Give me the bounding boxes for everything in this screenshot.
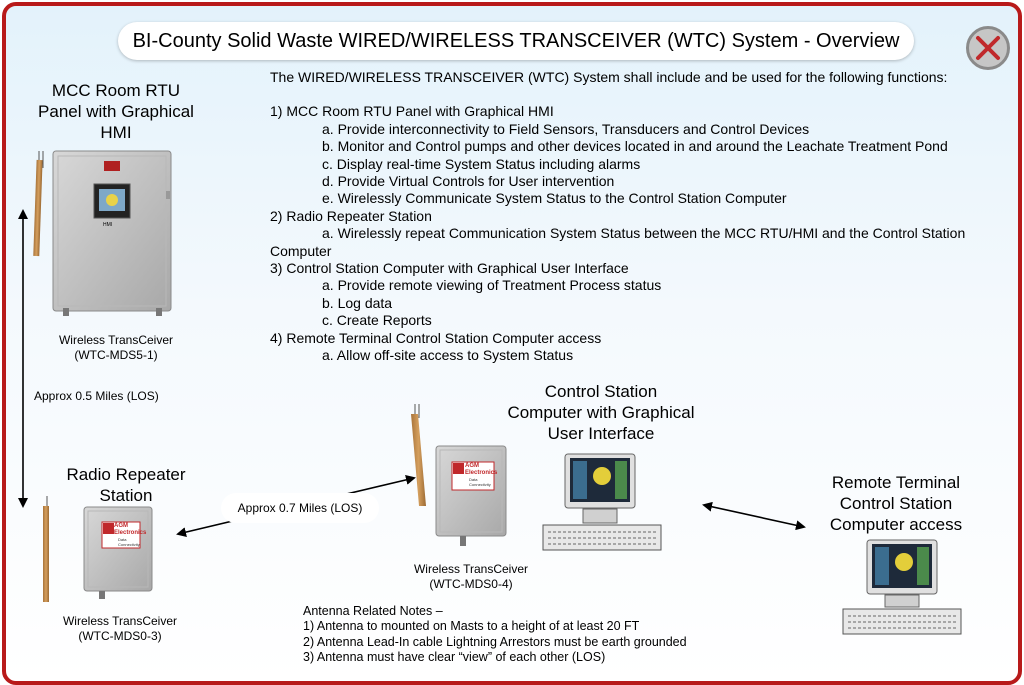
remote-terminal-title: Remote Terminal Control Station Computer… (806, 472, 986, 535)
mcc-title-line: Panel with Graphical (38, 102, 194, 121)
control-station-computer (542, 453, 662, 551)
control-transceiver-box (435, 445, 507, 546)
control-badge: AGM Electronics Data Connectivity (465, 463, 497, 487)
caption-line: (WTC-MDS0-4) (429, 577, 513, 591)
caption-line: Wireless TransCeiver (58, 333, 174, 347)
repeater-title: Radio Repeater Station (46, 464, 206, 506)
caption-line: Wireless TransCeiver (62, 614, 178, 628)
antenna-icon (43, 496, 49, 602)
control-title-line: Computer with Graphical (507, 403, 695, 422)
mcc-caption: Wireless TransCeiver (WTC-MDS5-1) (36, 333, 196, 363)
function-item-continuation: Computer (270, 242, 332, 259)
antenna-notes: Antenna Related Notes – 1) Antenna to mo… (303, 604, 687, 666)
mcc-title-line: HMI (100, 123, 132, 142)
close-button[interactable] (966, 26, 1010, 70)
remote-terminal-computer (842, 539, 962, 635)
mcc-title: MCC Room RTU Panel with Graphical HMI (20, 80, 212, 143)
remote-title-line: Remote Terminal (831, 473, 961, 492)
function-item: a. Allow off-site access to System Statu… (322, 347, 574, 364)
control-title-line: User Interface (547, 424, 655, 443)
repeater-title-line: Station (99, 486, 153, 505)
functions-list: The WIRED/WIRELESS TRANSCEIVER (WTC) Sys… (270, 69, 1010, 365)
function-heading: 3) Control Station Computer with Graphic… (270, 260, 629, 277)
control-station-title: Control Station Computer with Graphical … (496, 381, 706, 444)
notes-heading: Antenna Related Notes – (303, 604, 443, 618)
badge-line: Data (469, 477, 478, 482)
function-item: b. Log data (322, 294, 393, 311)
intro-text: The WIRED/WIRELESS TRANSCEIVER (WTC) Sys… (270, 69, 948, 85)
page-title: BI-County Solid Waste WIRED/WIRELESS TRA… (118, 22, 914, 60)
badge-line: AGM (114, 523, 128, 529)
function-item: a. Wirelessly repeat Communication Syste… (322, 225, 966, 242)
antenna-icon (411, 404, 426, 506)
note-item: 2) Antenna Lead-In cable Lightning Arres… (303, 634, 687, 649)
caption-line: (WTC-MDS5-1) (74, 348, 158, 362)
note-item: 1) Antenna to mounted on Masts to a heig… (303, 619, 640, 634)
badge-line: AGM (465, 463, 479, 469)
control-caption: Wireless TransCeiver (WTC-MDS0-4) (396, 562, 546, 592)
repeater-caption: Wireless TransCeiver (WTC-MDS0-3) (40, 614, 200, 644)
remote-title-line: Computer access (829, 515, 963, 534)
function-heading: 1) MCC Room RTU Panel with Graphical HMI (270, 103, 554, 120)
function-item: c. Display real-time System Status inclu… (322, 155, 641, 172)
function-item: d. Provide Virtual Controls for User int… (322, 173, 615, 190)
function-item: a. Provide remote viewing of Treatment P… (322, 277, 662, 294)
remote-title-line: Control Station (839, 494, 953, 513)
badge-line: Connectivity (118, 542, 140, 547)
control-to-remote-arrow (702, 501, 806, 531)
badge-line: Electronics (114, 530, 147, 536)
mcc-title-line: MCC Room RTU (51, 81, 181, 100)
function-item: b. Monitor and Control pumps and other d… (322, 138, 948, 155)
badge-line: Data (118, 537, 127, 542)
hmi-label: HMI (103, 222, 113, 228)
note-item: 3) Antenna must have clear “view” of eac… (303, 650, 606, 665)
close-icon (976, 36, 1000, 60)
antenna-icon (33, 151, 44, 257)
repeater-title-line: Radio Repeater (66, 465, 186, 484)
function-heading: 4) Remote Terminal Control Station Compu… (270, 329, 602, 346)
badge-line: Connectivity (469, 482, 491, 487)
diagram-graphics (18, 150, 962, 635)
radio-repeater-box (83, 506, 153, 599)
function-item: e. Wirelessly Communicate System Status … (322, 190, 787, 207)
caption-line: (WTC-MDS0-3) (78, 629, 162, 643)
distance-label-diagonal: Approx 0.7 Miles (LOS) (221, 493, 379, 523)
distance-label-vertical: Approx 0.5 Miles (LOS) (34, 389, 159, 403)
function-heading: 2) Radio Repeater Station (270, 207, 432, 224)
mcc-rtu-panel (52, 150, 172, 316)
repeater-badge: AGM Electronics Data Connectivity (114, 523, 146, 547)
caption-line: Wireless TransCeiver (413, 562, 529, 576)
badge-line: Electronics (465, 470, 498, 476)
control-title-line: Control Station (544, 382, 658, 401)
function-item: a. Provide interconnectivity to Field Se… (322, 120, 810, 137)
function-item: c. Create Reports (322, 312, 432, 329)
